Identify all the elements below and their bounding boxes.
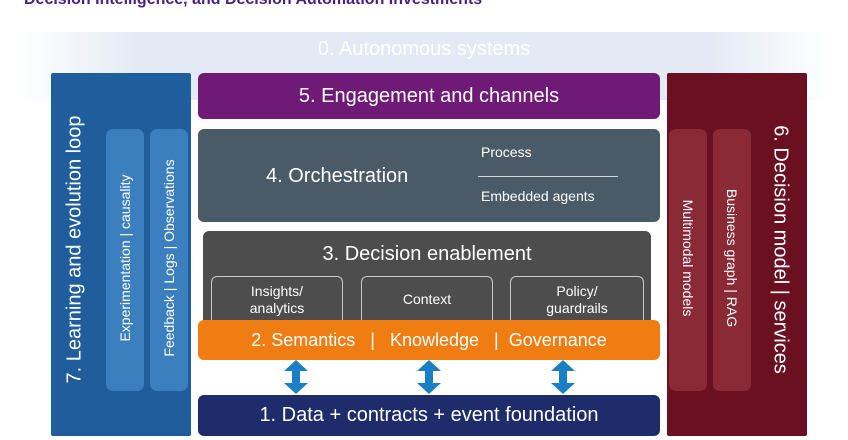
- learning-loop-label: 7. Learning and evolution loop: [63, 115, 86, 384]
- context-label: Context: [402, 291, 452, 307]
- feedback-pill: [150, 129, 188, 391]
- insights-analytics-label: Insights/ analytics: [249, 282, 305, 316]
- double-arrow-icon: [284, 360, 308, 394]
- orchestration-layer: [198, 129, 660, 222]
- semantics-layer: 2. Semantics | Knowledge | Governance: [198, 320, 660, 360]
- experimentation-label: Experimentation | causality: [117, 174, 133, 342]
- orchestration-process: Process: [481, 144, 532, 160]
- data-foundation-layer: 1. Data + contracts + event foundation: [198, 395, 660, 436]
- feedback-label: Feedback | Logs | Observations: [161, 159, 177, 357]
- decision-model-label: 6. Decision model | services: [769, 125, 792, 374]
- insights-analytics-box: Insights/ analytics: [211, 276, 343, 322]
- orchestration-label: 4. Orchestration: [266, 165, 409, 187]
- orchestration-embedded-agents: Embedded agents: [481, 188, 595, 204]
- business-graph-pill: [713, 129, 751, 391]
- diagram-heading: Decision Intelligence, and Decision Auto…: [24, 0, 482, 9]
- context-box: Context: [361, 276, 493, 322]
- engagement-layer: 5. Engagement and channels: [198, 73, 660, 119]
- double-arrow-icon: [551, 360, 575, 394]
- business-graph-label: Business graph | RAG: [724, 188, 740, 328]
- policy-guardrails-box: Policy/ guardrails: [510, 276, 644, 322]
- double-arrow-icon: [417, 360, 441, 394]
- policy-guardrails-label: Policy/ guardrails: [546, 282, 608, 316]
- decision-enablement-label: 3. Decision enablement: [322, 243, 532, 265]
- orchestration-divider: [478, 176, 618, 177]
- multimodal-models-pill: [669, 129, 707, 391]
- experimentation-pill: [106, 129, 144, 391]
- multimodal-models-label: Multimodal models: [680, 199, 696, 317]
- autonomous-systems-label: 0. Autonomous systems: [317, 38, 531, 60]
